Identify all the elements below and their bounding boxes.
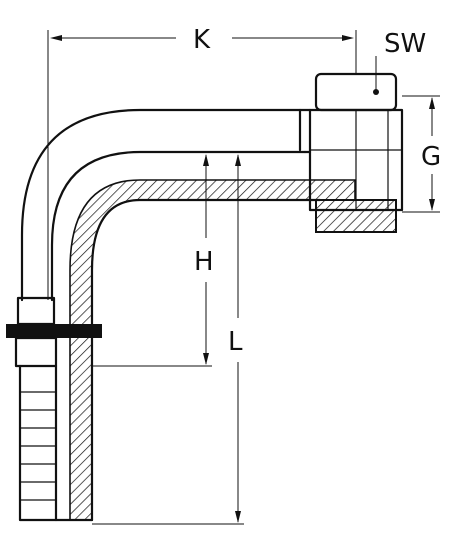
collar-upper <box>16 296 56 326</box>
collar-ring-band <box>6 324 102 338</box>
collar-lower <box>14 336 58 368</box>
tube-inner-bore <box>90 198 322 522</box>
nut-section-hatch <box>315 199 397 233</box>
k-label: K <box>193 25 211 55</box>
sw-label: SW <box>384 29 426 59</box>
tube-section-hatch <box>69 179 356 521</box>
hose-tail-outline <box>18 364 58 522</box>
elbow-wall-contour <box>50 150 307 302</box>
g-label: G <box>421 142 441 172</box>
elbow-outer-contour <box>20 108 302 302</box>
g-arrow-top <box>429 97 435 109</box>
l-arrow-top <box>235 154 241 166</box>
g-arrow-bottom <box>429 199 435 211</box>
hose-tail-ribs <box>20 391 56 501</box>
h-arrow-top <box>203 154 209 166</box>
k-arrow-left <box>50 35 62 41</box>
nut-top-block <box>314 72 398 112</box>
k-arrow-right <box>342 35 354 41</box>
l-label: L <box>228 327 243 357</box>
h-arrow-bottom <box>203 353 209 365</box>
l-arrow-bottom <box>235 511 241 523</box>
h-label: H <box>194 247 214 277</box>
